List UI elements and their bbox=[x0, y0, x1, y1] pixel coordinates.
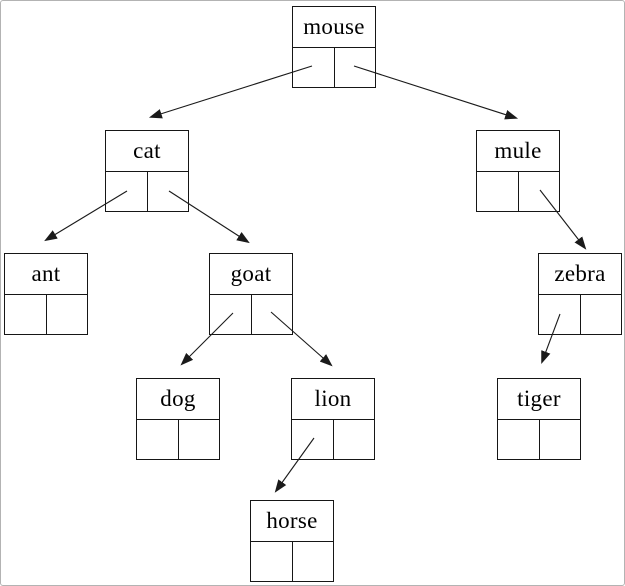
left-pointer-cell bbox=[539, 295, 581, 334]
tree-node-zebra: zebra bbox=[538, 253, 622, 335]
edge-mouse-left-to-cat bbox=[148, 65, 313, 119]
right-pointer-cell bbox=[47, 295, 88, 334]
node-pointer-row bbox=[106, 172, 188, 211]
node-pointer-row bbox=[292, 420, 374, 459]
right-pointer-cell bbox=[179, 420, 220, 459]
node-label: horse bbox=[251, 501, 333, 542]
tree-node-ant: ant bbox=[4, 253, 88, 335]
right-pointer-cell bbox=[581, 295, 622, 334]
node-pointer-row bbox=[293, 48, 375, 87]
node-pointer-row bbox=[210, 295, 292, 334]
right-pointer-cell bbox=[148, 172, 189, 211]
node-pointer-row bbox=[539, 295, 621, 334]
left-pointer-cell bbox=[498, 420, 540, 459]
tree-node-dog: dog bbox=[136, 378, 220, 460]
node-label: mule bbox=[477, 131, 559, 172]
left-pointer-cell bbox=[106, 172, 148, 211]
left-pointer-cell bbox=[477, 172, 519, 211]
right-pointer-cell bbox=[519, 172, 560, 211]
tree-node-cat: cat bbox=[105, 130, 189, 212]
node-pointer-row bbox=[477, 172, 559, 211]
tree-node-mouse: mouse bbox=[292, 6, 376, 88]
edge-mouse-right-to-mule bbox=[353, 65, 519, 120]
tree-node-mule: mule bbox=[476, 130, 560, 212]
left-pointer-cell bbox=[5, 295, 47, 334]
node-pointer-row bbox=[137, 420, 219, 459]
node-label: zebra bbox=[539, 254, 621, 295]
node-label: ant bbox=[5, 254, 87, 295]
tree-node-tiger: tiger bbox=[497, 378, 581, 460]
left-pointer-cell bbox=[293, 48, 335, 87]
node-label: lion bbox=[292, 379, 374, 420]
node-pointer-row bbox=[498, 420, 580, 459]
node-label: mouse bbox=[293, 7, 375, 48]
left-pointer-cell bbox=[137, 420, 179, 459]
node-label: tiger bbox=[498, 379, 580, 420]
node-label: cat bbox=[106, 131, 188, 172]
right-pointer-cell bbox=[540, 420, 581, 459]
tree-node-lion: lion bbox=[291, 378, 375, 460]
right-pointer-cell bbox=[334, 420, 375, 459]
left-pointer-cell bbox=[210, 295, 252, 334]
right-pointer-cell bbox=[335, 48, 376, 87]
left-pointer-cell bbox=[251, 542, 293, 581]
left-pointer-cell bbox=[292, 420, 334, 459]
right-pointer-cell bbox=[252, 295, 293, 334]
right-pointer-cell bbox=[293, 542, 334, 581]
node-label: dog bbox=[137, 379, 219, 420]
node-pointer-row bbox=[251, 542, 333, 581]
node-label: goat bbox=[210, 254, 292, 295]
node-pointer-row bbox=[5, 295, 87, 334]
tree-node-horse: horse bbox=[250, 500, 334, 582]
tree-node-goat: goat bbox=[209, 253, 293, 335]
